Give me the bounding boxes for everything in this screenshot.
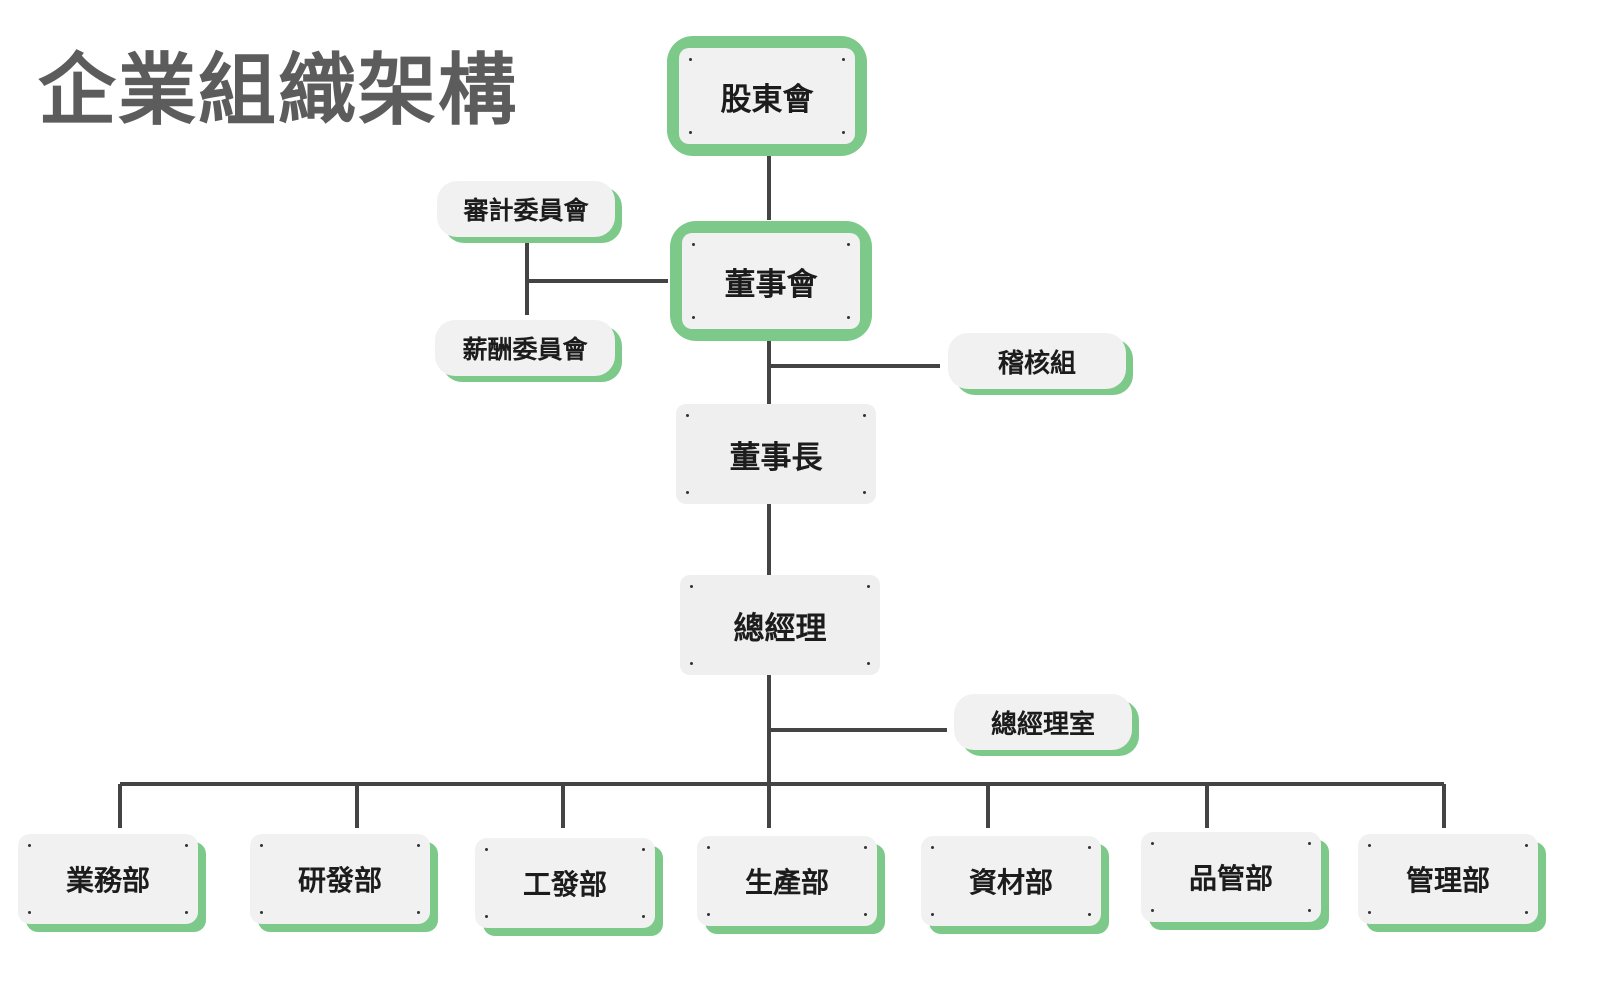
node-shareholders: 股東會 [667, 36, 867, 156]
dept-management: 管理部 [1358, 834, 1538, 924]
dept-production-label: 生產部 [744, 866, 829, 899]
dept-materials-label: 資材部 [968, 866, 1053, 899]
dept-sales-label: 業務部 [65, 864, 150, 897]
dept-rnd-label: 研發部 [297, 864, 382, 897]
node-audit-committee: 審計委員會 [437, 181, 615, 237]
node-general-manager-label: 總經理 [733, 610, 827, 647]
page-title: 企業組織架構 [38, 46, 519, 136]
node-general-manager: 總經理 [680, 575, 880, 675]
dept-rnd: 研發部 [250, 834, 430, 924]
node-shareholders-label: 股東會 [720, 81, 814, 118]
dept-engineering: 工發部 [475, 838, 655, 928]
dept-production: 生產部 [697, 836, 877, 926]
node-chairman: 董事長 [676, 404, 876, 504]
node-board-label: 董事會 [724, 266, 818, 303]
dept-quality: 品管部 [1141, 832, 1321, 922]
dept-materials: 資材部 [921, 836, 1101, 926]
node-audit-team-label: 稽核組 [997, 348, 1076, 379]
dept-quality-label: 品管部 [1188, 862, 1273, 895]
node-gm-office: 總經理室 [954, 694, 1132, 750]
node-compensation-committee: 薪酬委員會 [435, 320, 615, 376]
node-audit-committee-label: 審計委員會 [463, 196, 589, 225]
node-audit-team: 稽核組 [948, 333, 1126, 389]
node-gm-office-label: 總經理室 [990, 709, 1095, 740]
dept-management-label: 管理部 [1405, 864, 1490, 897]
node-chairman-label: 董事長 [729, 439, 823, 476]
dept-sales: 業務部 [18, 834, 198, 924]
node-board: 董事會 [670, 221, 872, 341]
node-compensation-committee-label: 薪酬委員會 [462, 335, 588, 364]
dept-engineering-label: 工發部 [522, 868, 607, 901]
